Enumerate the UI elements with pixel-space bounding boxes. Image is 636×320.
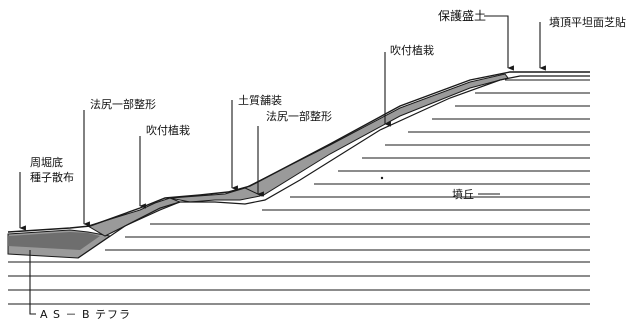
- lower-slope-cover: [86, 197, 182, 237]
- labels: 保護盛土 墳頂平坦面芝貼 吹付植栽 土質舗装 法尻一部整形 法尻一部整形 吹付植…: [30, 8, 626, 320]
- outer-surface-line: [7, 71, 590, 233]
- surface-speck: [380, 176, 384, 180]
- label-hogo-morido: 保護盛土: [438, 8, 486, 23]
- label-funchou-heitanmen: 墳頂平坦面芝貼: [549, 15, 626, 29]
- upper-slope-cover: [243, 73, 509, 197]
- label-fukitsuke-lower: 吹付植栽: [146, 123, 190, 137]
- moat-bottom-dark-band: [8, 232, 100, 250]
- leader-tephra: [29, 250, 36, 315]
- label-norijiri-right: 法尻一部整形: [266, 109, 332, 123]
- label-fukitsuke-upper: 吹付植栽: [390, 43, 434, 57]
- leader-arrows: [19, 15, 546, 315]
- ground-profile: [7, 71, 590, 259]
- label-shuukutei-line1: 周堀底: [30, 155, 63, 169]
- label-funkyu: 墳丘: [452, 188, 474, 201]
- label-tephra: A S － B テフラ: [40, 308, 131, 320]
- arrow-hogo-morido: [484, 15, 514, 71]
- inner-surface-line: [77, 75, 590, 259]
- mound-strata-lines: [8, 79, 590, 305]
- label-norijiri-left: 法尻一部整形: [90, 97, 156, 111]
- label-dositsu-hosou: 土質舗装: [238, 93, 282, 107]
- label-shuukutei-line2: 種子散布: [30, 170, 74, 184]
